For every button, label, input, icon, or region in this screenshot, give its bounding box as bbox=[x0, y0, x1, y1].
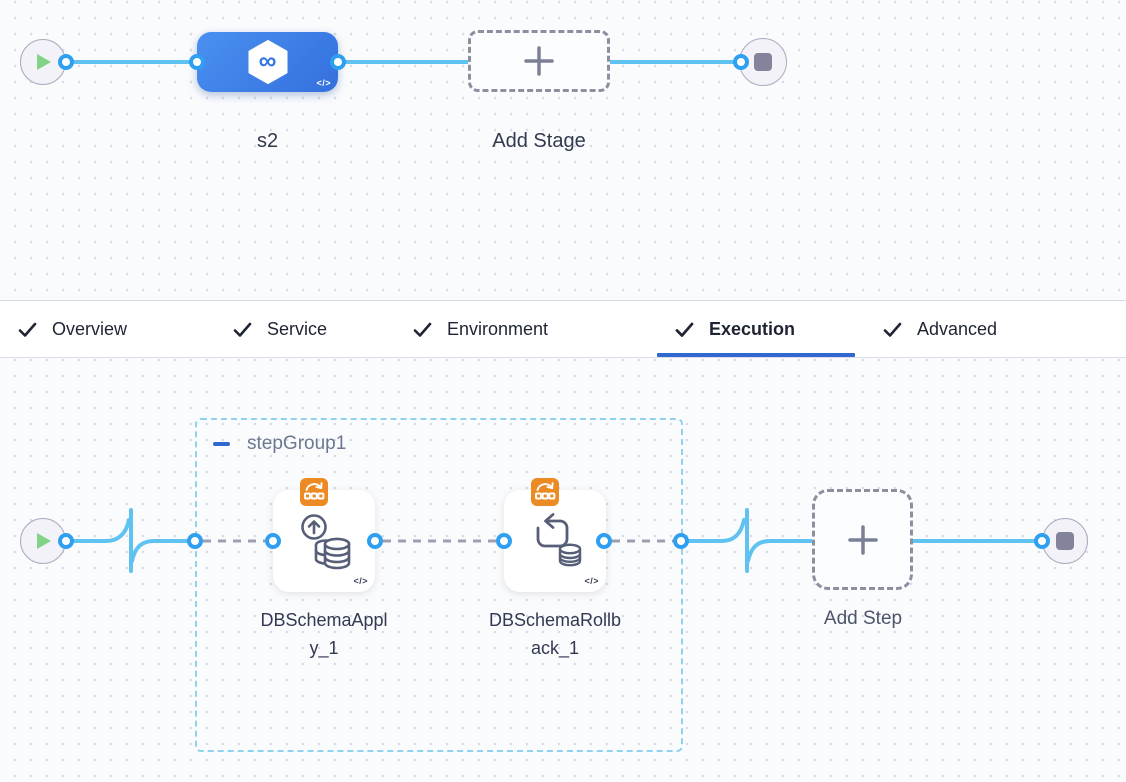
step-group-badge-icon bbox=[531, 478, 559, 506]
code-icon[interactable]: </> bbox=[353, 576, 368, 586]
stage-tab-bar: Overview Service Environment Execution A… bbox=[0, 300, 1126, 358]
connector-point[interactable] bbox=[496, 533, 512, 549]
add-stage-button[interactable] bbox=[468, 30, 610, 92]
code-icon[interactable]: </> bbox=[584, 576, 599, 586]
step-group-box[interactable] bbox=[195, 418, 683, 752]
step-group-label: stepGroup1 bbox=[247, 433, 347, 454]
connector-point[interactable] bbox=[265, 533, 281, 549]
check-icon bbox=[413, 322, 432, 337]
play-icon bbox=[36, 533, 51, 549]
connector-point[interactable] bbox=[58, 54, 74, 70]
connector-point[interactable] bbox=[1034, 533, 1050, 549]
add-stage-label: Add Stage bbox=[492, 130, 586, 152]
tab-overview[interactable]: Overview bbox=[18, 301, 127, 357]
active-tab-underline bbox=[657, 353, 855, 357]
play-icon bbox=[36, 54, 51, 70]
db-schema-rollback-icon bbox=[536, 513, 582, 567]
tab-environment[interactable]: Environment bbox=[413, 301, 548, 357]
tab-label: Service bbox=[267, 318, 328, 339]
connector-point[interactable] bbox=[596, 533, 612, 549]
step-group-header: stepGroup1 bbox=[213, 433, 346, 455]
stop-icon bbox=[1056, 532, 1074, 550]
connector-point[interactable] bbox=[187, 533, 203, 549]
tab-advanced[interactable]: Advanced bbox=[883, 301, 997, 357]
tab-label: Environment bbox=[447, 318, 549, 339]
connector-point[interactable] bbox=[673, 533, 689, 549]
db-schema-apply-icon bbox=[301, 514, 351, 570]
tab-label: Advanced bbox=[917, 318, 998, 339]
harness-stage-icon: ∞ bbox=[248, 40, 288, 84]
stage-node-s2[interactable]: ∞ </> bbox=[197, 32, 338, 92]
connector-point[interactable] bbox=[189, 54, 205, 70]
code-icon[interactable]: </> bbox=[316, 78, 331, 88]
step-node-dbschemarollback[interactable]: </> bbox=[504, 490, 606, 592]
check-icon bbox=[883, 322, 902, 337]
plus-icon bbox=[847, 524, 878, 555]
connector-point[interactable] bbox=[330, 54, 346, 70]
stop-icon bbox=[754, 53, 772, 71]
tab-execution[interactable]: Execution bbox=[675, 301, 795, 357]
add-step-label: Add Step bbox=[823, 608, 903, 629]
add-step-button[interactable] bbox=[812, 489, 913, 590]
check-icon bbox=[675, 322, 694, 337]
tab-service[interactable]: Service bbox=[233, 301, 327, 357]
connector-point[interactable] bbox=[58, 533, 74, 549]
tab-label: Overview bbox=[52, 318, 128, 339]
step-group-badge-icon bbox=[300, 478, 328, 506]
connector-point[interactable] bbox=[367, 533, 383, 549]
connector-point[interactable] bbox=[733, 54, 749, 70]
stage-graph-canvas[interactable]: ∞ </> s2 Add Stage bbox=[0, 0, 1126, 300]
check-icon bbox=[233, 322, 252, 337]
step-label-dbschemarollback: DBSchemaRollback_1 bbox=[488, 610, 622, 658]
plus-icon bbox=[524, 46, 554, 76]
stage-label: s2 bbox=[256, 130, 279, 152]
infinity-glyph: ∞ bbox=[258, 46, 277, 75]
check-icon bbox=[18, 322, 37, 337]
execution-graph-canvas[interactable]: stepGroup1 bbox=[0, 358, 1126, 782]
step-node-dbschemaapply[interactable]: </> bbox=[273, 490, 375, 592]
tab-label: Execution bbox=[709, 318, 796, 339]
collapse-minus-icon[interactable] bbox=[213, 442, 230, 446]
step-label-dbschemaapply: DBSchemaApply_1 bbox=[260, 610, 388, 658]
